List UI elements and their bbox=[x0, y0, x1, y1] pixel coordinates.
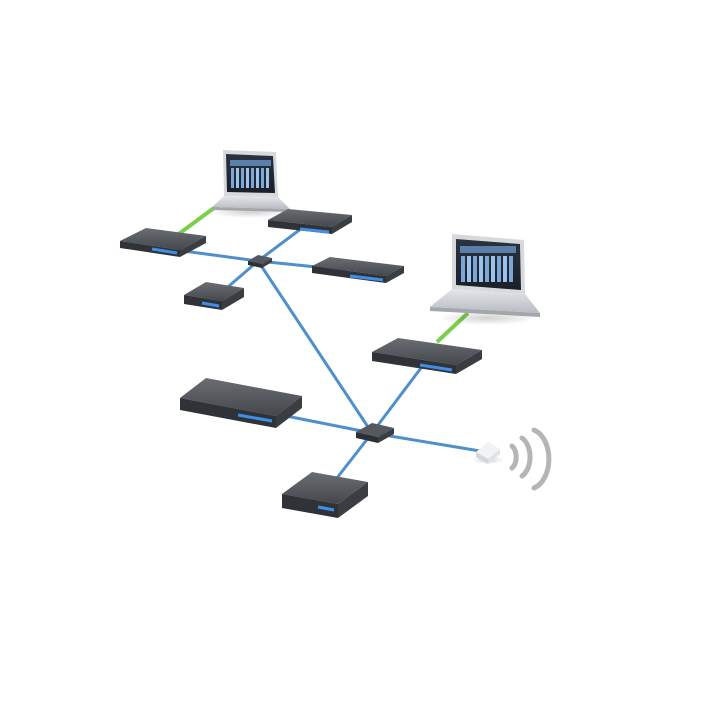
rack-unit-4 bbox=[372, 338, 482, 374]
status-led bbox=[349, 274, 384, 282]
status-led bbox=[317, 505, 335, 512]
ethernet-link bbox=[371, 431, 487, 454]
wifi-icon bbox=[509, 427, 552, 491]
laptop-2 bbox=[430, 234, 540, 325]
rack-unit-5 bbox=[180, 378, 302, 428]
switch-1 bbox=[248, 255, 272, 268]
rack-unit-2 bbox=[268, 209, 352, 234]
laptop-1 bbox=[210, 150, 290, 218]
rack-unit-3 bbox=[312, 257, 404, 283]
wireless-ap bbox=[472, 442, 504, 464]
rack-unit-1 bbox=[120, 228, 206, 257]
status-led bbox=[299, 227, 330, 234]
ethernet-link bbox=[275, 412, 373, 435]
status-led bbox=[419, 363, 453, 372]
mixer-screen-icon bbox=[460, 246, 516, 282]
ethernet-link bbox=[256, 260, 374, 434]
ethernet-link bbox=[257, 226, 303, 263]
mixer-screen-icon bbox=[230, 160, 271, 188]
status-led bbox=[237, 413, 273, 423]
status-led bbox=[151, 247, 178, 255]
desktop-unit-1 bbox=[282, 472, 368, 518]
compact-unit-1 bbox=[184, 282, 244, 310]
ethernet-link bbox=[370, 363, 426, 434]
switch-2 bbox=[356, 423, 394, 443]
usb-link bbox=[174, 203, 220, 238]
ethernet-link bbox=[175, 248, 259, 263]
status-led bbox=[201, 301, 220, 308]
